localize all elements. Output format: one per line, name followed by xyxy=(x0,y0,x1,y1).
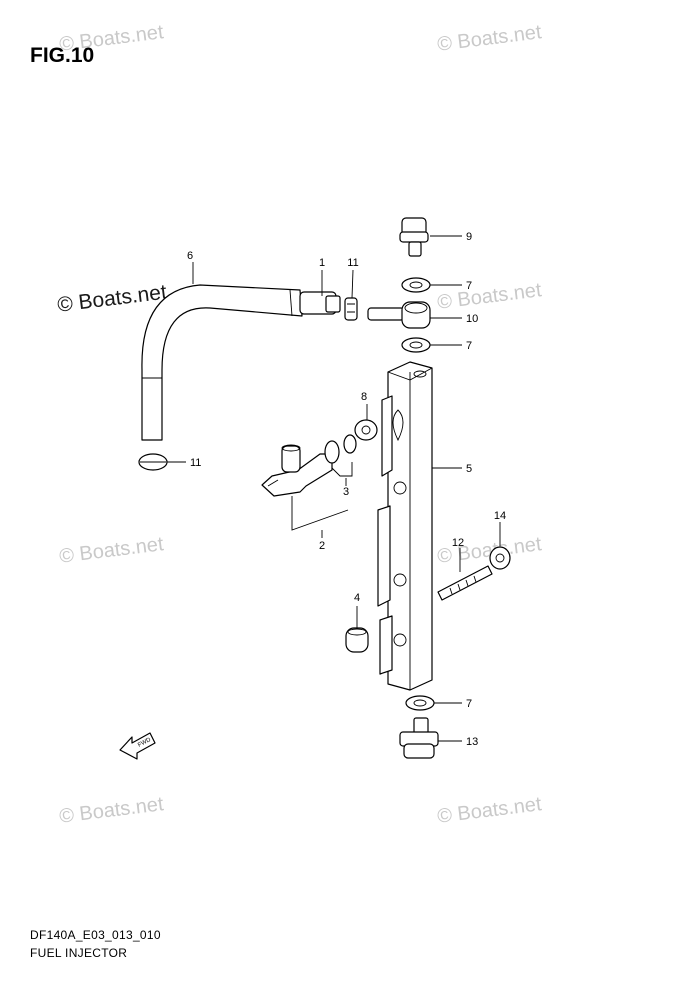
callout-label: 8 xyxy=(361,391,367,403)
stud-bolt-part xyxy=(437,565,493,601)
banjo-bolt-part xyxy=(399,217,429,257)
diagram-code: DF140A_E03_013_010 xyxy=(30,928,161,942)
callout-lines xyxy=(167,235,501,742)
callout-label: 5 xyxy=(466,463,472,475)
clip-part-upper xyxy=(344,297,358,321)
callout-label: 6 xyxy=(187,250,193,262)
washer-part-1 xyxy=(401,277,431,293)
callout-label: 4 xyxy=(354,592,360,604)
fuel-injector-part xyxy=(261,444,333,497)
o-ring-part xyxy=(324,434,357,464)
fuel-hose-part xyxy=(141,284,303,441)
fuel-rail-part xyxy=(377,361,433,691)
union-fitting-part xyxy=(367,301,431,329)
callout-label: 11 xyxy=(347,257,358,269)
callout-label: 7 xyxy=(466,698,472,710)
callout-label: 1 xyxy=(319,257,325,269)
callout-label: 7 xyxy=(466,340,472,352)
plug-bolt-part xyxy=(399,717,439,759)
pipe-part xyxy=(299,291,341,315)
forward-arrow-icon: FWD xyxy=(119,732,156,760)
callout-label: 9 xyxy=(466,231,472,243)
callout-label: 11 xyxy=(190,457,201,469)
callout-label: 7 xyxy=(466,280,472,292)
spacer-part xyxy=(345,627,369,653)
callout-label: 13 xyxy=(466,736,478,748)
figure-title: FIG.10 xyxy=(30,44,95,67)
nut-part xyxy=(489,546,511,570)
cushion-part xyxy=(354,419,378,441)
callout-label: 12 xyxy=(452,537,464,549)
diagram-name: FUEL INJECTOR xyxy=(30,946,128,960)
clip-part-lower xyxy=(138,453,168,471)
washer-part-2 xyxy=(401,337,431,353)
callout-label: 14 xyxy=(494,510,506,522)
callout-label: 3 xyxy=(343,486,349,498)
callout-label: 10 xyxy=(466,313,478,325)
washer-part-3 xyxy=(405,695,435,711)
callout-label: 2 xyxy=(319,540,325,552)
